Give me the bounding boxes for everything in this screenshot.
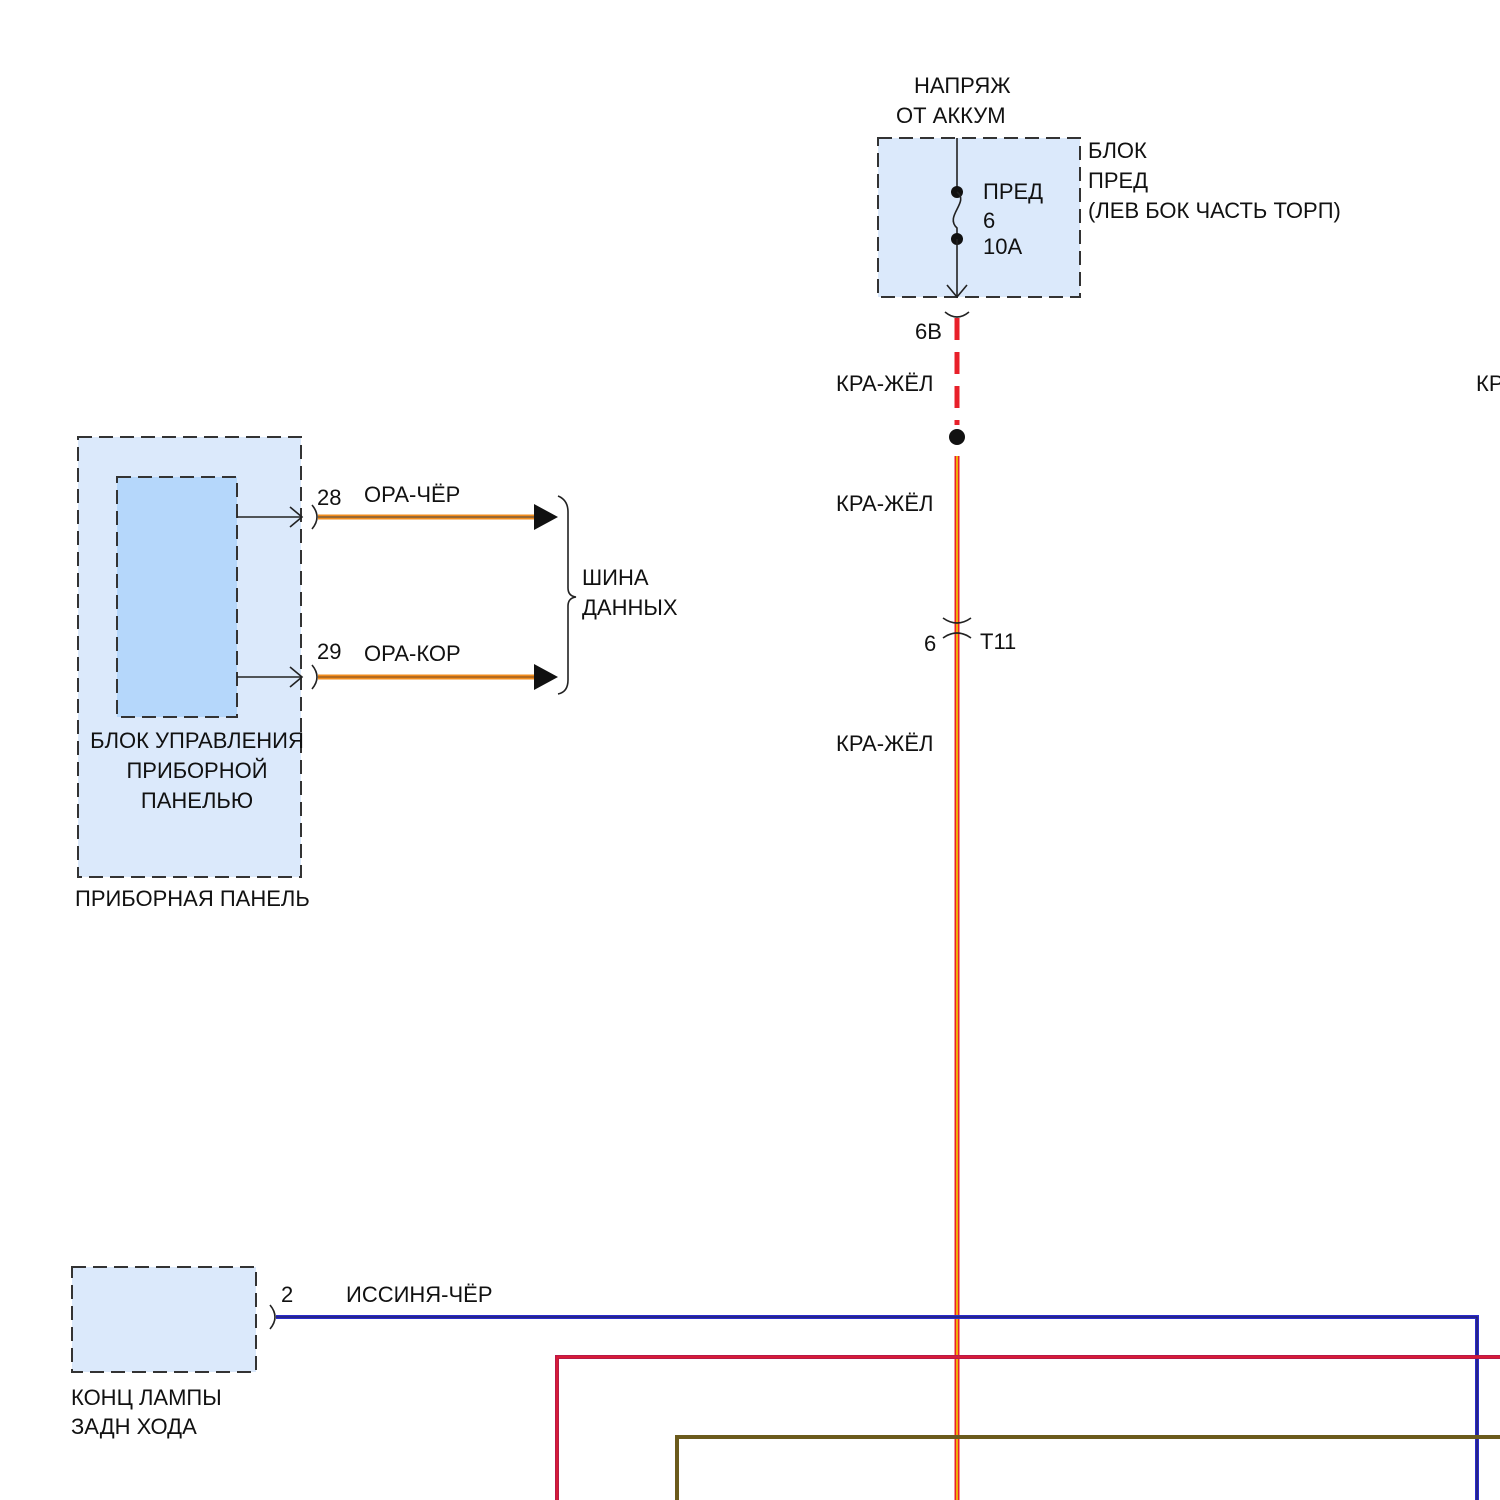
wire-olive-loop — [677, 1437, 1500, 1500]
pin-2-label: 2 — [281, 1282, 293, 1307]
wire-label-cut-off: КР — [1476, 371, 1500, 396]
wire-label-kra-zhel-3: КРА-ЖЁЛ — [836, 731, 933, 756]
ipc-module-name-line3: ПАНЕЛЬЮ — [141, 788, 253, 813]
fuse-block-name-line1: БЛОК — [1088, 138, 1147, 163]
reverse-switch-line2: ЗАДН ХОДА — [71, 1414, 197, 1439]
data-bus-brace-icon — [558, 496, 576, 694]
fuse-rating: 10A — [983, 234, 1022, 259]
pin-2-connector-icon — [270, 1305, 275, 1329]
ipc-module-name-line2: ПРИБОРНОЙ — [126, 758, 267, 783]
wire-issinya-cher — [276, 1317, 1477, 1500]
data-bus-line1: ШИНА — [582, 565, 649, 590]
connector-t11-name: T11 — [980, 629, 1016, 654]
wire-label-ora-cher: ОРА-ЧЁР — [364, 482, 460, 507]
wire-label-kra-zhel-2: КРА-ЖЁЛ — [836, 491, 933, 516]
fuse-block-name-line2: ПРЕД — [1088, 168, 1148, 193]
connector-t11-pin: 6 — [924, 631, 936, 656]
wire-red-loop — [557, 1357, 1500, 1500]
fuse-label: ПРЕД — [983, 179, 1043, 204]
fuse-block-name-line3: (ЛЕВ БОК ЧАСТЬ ТОРП) — [1088, 198, 1341, 223]
pin-28-label: 28 — [317, 485, 341, 510]
instrument-panel-label: ПРИБОРНАЯ ПАНЕЛЬ — [75, 886, 310, 911]
wire-label-kra-zhel-1: КРА-ЖЁЛ — [836, 371, 933, 396]
connector-6b-label: 6B — [915, 319, 942, 344]
wire-label-issinya-cher: ИССИНЯ-ЧЁР — [346, 1282, 493, 1307]
splice-node — [949, 429, 965, 445]
wire-ora-cher — [318, 504, 558, 530]
fuse-block — [878, 138, 1080, 297]
fuse-number: 6 — [983, 208, 995, 233]
reverse-switch-line1: КОНЦ ЛАМПЫ — [71, 1385, 222, 1410]
reverse-switch-box — [72, 1267, 256, 1372]
battery-voltage-line1: НАПРЯЖ — [914, 73, 1011, 98]
fuse-block-outline — [878, 138, 1080, 297]
wire-ora-kor — [318, 664, 558, 690]
wire-label-ora-kor: ОРА-КОР — [364, 641, 461, 666]
ipc-module-box — [117, 477, 237, 717]
pin-29-label: 29 — [317, 639, 341, 664]
ipc-module-name-line1: БЛОК УПРАВЛЕНИЯ — [90, 728, 304, 753]
battery-voltage-line2: ОТ АККУМ — [896, 103, 1006, 128]
connector-6b-icon — [945, 312, 969, 317]
data-bus-line2: ДАННЫХ — [582, 595, 678, 620]
